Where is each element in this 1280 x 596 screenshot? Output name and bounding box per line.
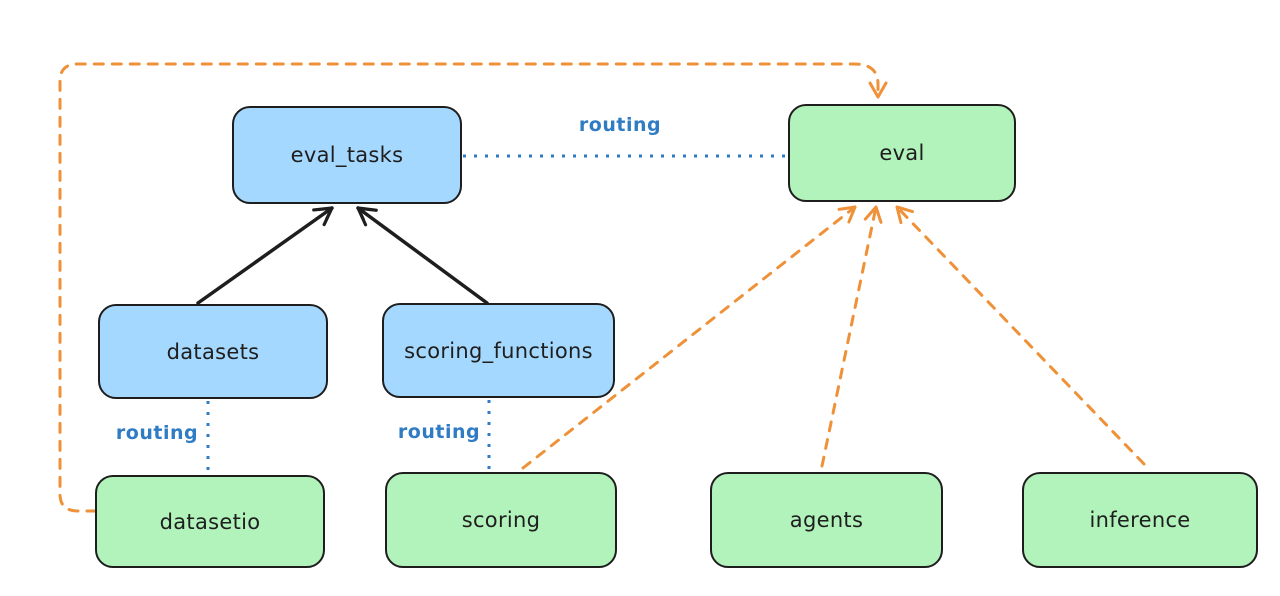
node-datasets: datasets	[98, 304, 328, 399]
routing-label-datasets-datasetio: routing	[115, 422, 199, 444]
node-eval-tasks-label: eval_tasks	[290, 143, 404, 167]
edge-datasetio-to-eval	[58, 62, 888, 513]
node-scoring-functions: scoring_functions	[382, 303, 615, 398]
edge-scoring-to-eval	[521, 205, 857, 470]
node-scoring-functions-label: scoring_functions	[404, 338, 593, 363]
node-eval: eval	[788, 104, 1016, 202]
edge-scoring-functions-to-eval-tasks	[356, 206, 489, 305]
node-datasetio-label: datasetio	[159, 509, 261, 534]
edge-datasets-to-eval-tasks	[196, 206, 334, 305]
edge-agents-to-eval	[820, 205, 883, 468]
node-scoring-label: scoring	[461, 508, 541, 532]
node-inference: inference	[1022, 472, 1258, 568]
node-scoring: scoring	[385, 472, 617, 568]
node-datasets-label: datasets	[166, 339, 260, 364]
node-eval-tasks: eval_tasks	[232, 106, 462, 204]
routing-label-eval-tasks-eval: routing	[578, 114, 662, 136]
node-agents: agents	[710, 472, 943, 568]
routing-label-scoring-functions-scoring: routing	[397, 421, 481, 443]
node-eval-label: eval	[879, 141, 925, 165]
node-inference-label: inference	[1089, 508, 1191, 532]
edge-inference-to-eval	[895, 205, 1146, 466]
node-agents-label: agents	[789, 508, 864, 532]
node-datasetio: datasetio	[95, 475, 325, 568]
